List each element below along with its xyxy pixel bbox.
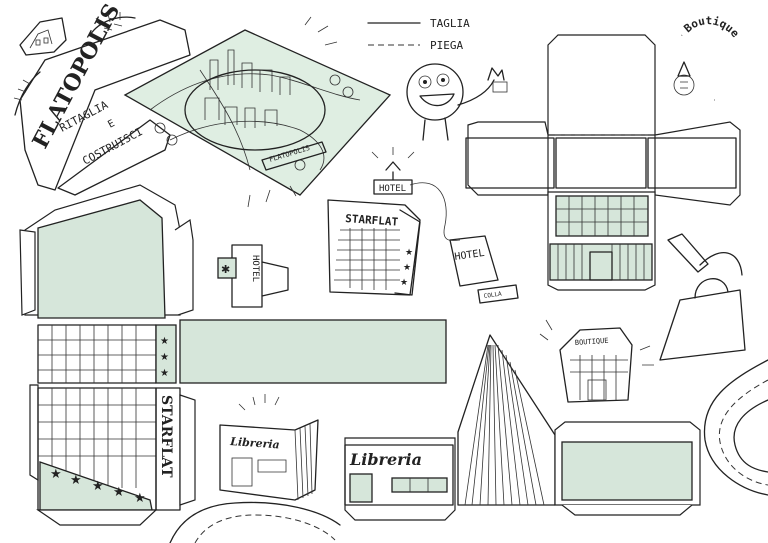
- glue-tube-small: [477, 284, 519, 304]
- boutique-badge-label: Boutique: [681, 14, 741, 40]
- glue-tube-text: COLLA: [483, 290, 502, 299]
- svg-text:★: ★: [160, 352, 169, 363]
- title-line3: E: [106, 118, 116, 131]
- svg-text:★: ★: [70, 473, 82, 488]
- boutique-illustration: BOUTIQUE: [539, 319, 654, 403]
- starflat-vertical-text: STARFLAT: [158, 395, 174, 478]
- boutique-net-top: [547, 34, 656, 136]
- svg-text:★: ★: [92, 479, 104, 494]
- boutique-top-face: [555, 137, 647, 189]
- glue-tube-large: [667, 233, 709, 273]
- svg-text:★: ★: [50, 467, 62, 482]
- boutique-badge-text: Boutique: [681, 14, 741, 40]
- hotel-sign-small: HOTEL COLLA: [449, 235, 519, 304]
- boutique-windows: [555, 195, 649, 237]
- mascot-character: [406, 63, 508, 141]
- svg-text:★: ★: [403, 263, 411, 273]
- hotel-sign-small-text: HOTEL: [454, 248, 485, 263]
- starflat-net: ★ ★ ★ ★ ★ ★ ★ ★ STARFLAT: [19, 184, 447, 526]
- bookshop-front: [344, 444, 454, 506]
- bookshop-sign-text: Libreria: [349, 450, 422, 469]
- svg-text:★: ★: [113, 485, 125, 500]
- shopping-bag-icon: [659, 289, 746, 361]
- boutique-left-face: [465, 137, 555, 189]
- hotel-tab-text: HOTEL: [250, 255, 260, 282]
- glue-and-bag: [659, 233, 746, 361]
- map-rays: [247, 16, 338, 208]
- fold-label: PIEGA: [430, 39, 463, 52]
- svg-text:★: ★: [160, 336, 169, 347]
- starflat-roof-panel: [37, 199, 166, 319]
- boutique-right-face: [647, 137, 737, 189]
- bookshop-illustration-text: Libreria: [229, 435, 280, 451]
- city-map: FLATOPOLIS: [123, 29, 392, 196]
- bookshop-illustration: Libreria: [219, 394, 319, 501]
- hotel-sign-large: HOTEL: [371, 147, 415, 195]
- starflat-building: STARFLAT ★ ★ ★: [327, 199, 421, 296]
- connector-curve: [409, 182, 461, 241]
- bookshop-net: Libreria: [344, 334, 701, 521]
- hotel-sign-large-text: HOTEL: [379, 184, 406, 194]
- svg-text:★: ★: [400, 278, 408, 288]
- house-logo-icon: [19, 17, 67, 56]
- bookshop-side-panel: [561, 441, 693, 501]
- svg-text:★: ★: [160, 368, 169, 379]
- boutique-net-left: [467, 121, 549, 196]
- starflat-window-grid-upper: [37, 324, 157, 384]
- boutique-small-text: BOUTIQUE: [575, 337, 609, 347]
- starflat-building-text: STARFLAT: [345, 212, 399, 229]
- boutique-storefront: [549, 243, 653, 281]
- hotel-tab: ✱ HOTEL: [217, 244, 289, 308]
- boutique-net-right: [654, 121, 741, 206]
- svg-text:★: ★: [134, 491, 146, 506]
- svg-text:★: ★: [405, 248, 413, 258]
- cut-label: TAGLIA: [430, 17, 470, 30]
- svg-text:✱: ✱: [221, 263, 230, 276]
- title-line4: COSTRUISCI: [80, 125, 145, 168]
- boutique-net: [465, 34, 741, 291]
- starflat-side-panel: [179, 319, 447, 384]
- leaf-sprigs-icon: [13, 12, 136, 116]
- boutique-badge: Boutique: [673, 14, 750, 104]
- roads: [169, 359, 768, 543]
- legend: TAGLIA PIEGA: [367, 17, 470, 52]
